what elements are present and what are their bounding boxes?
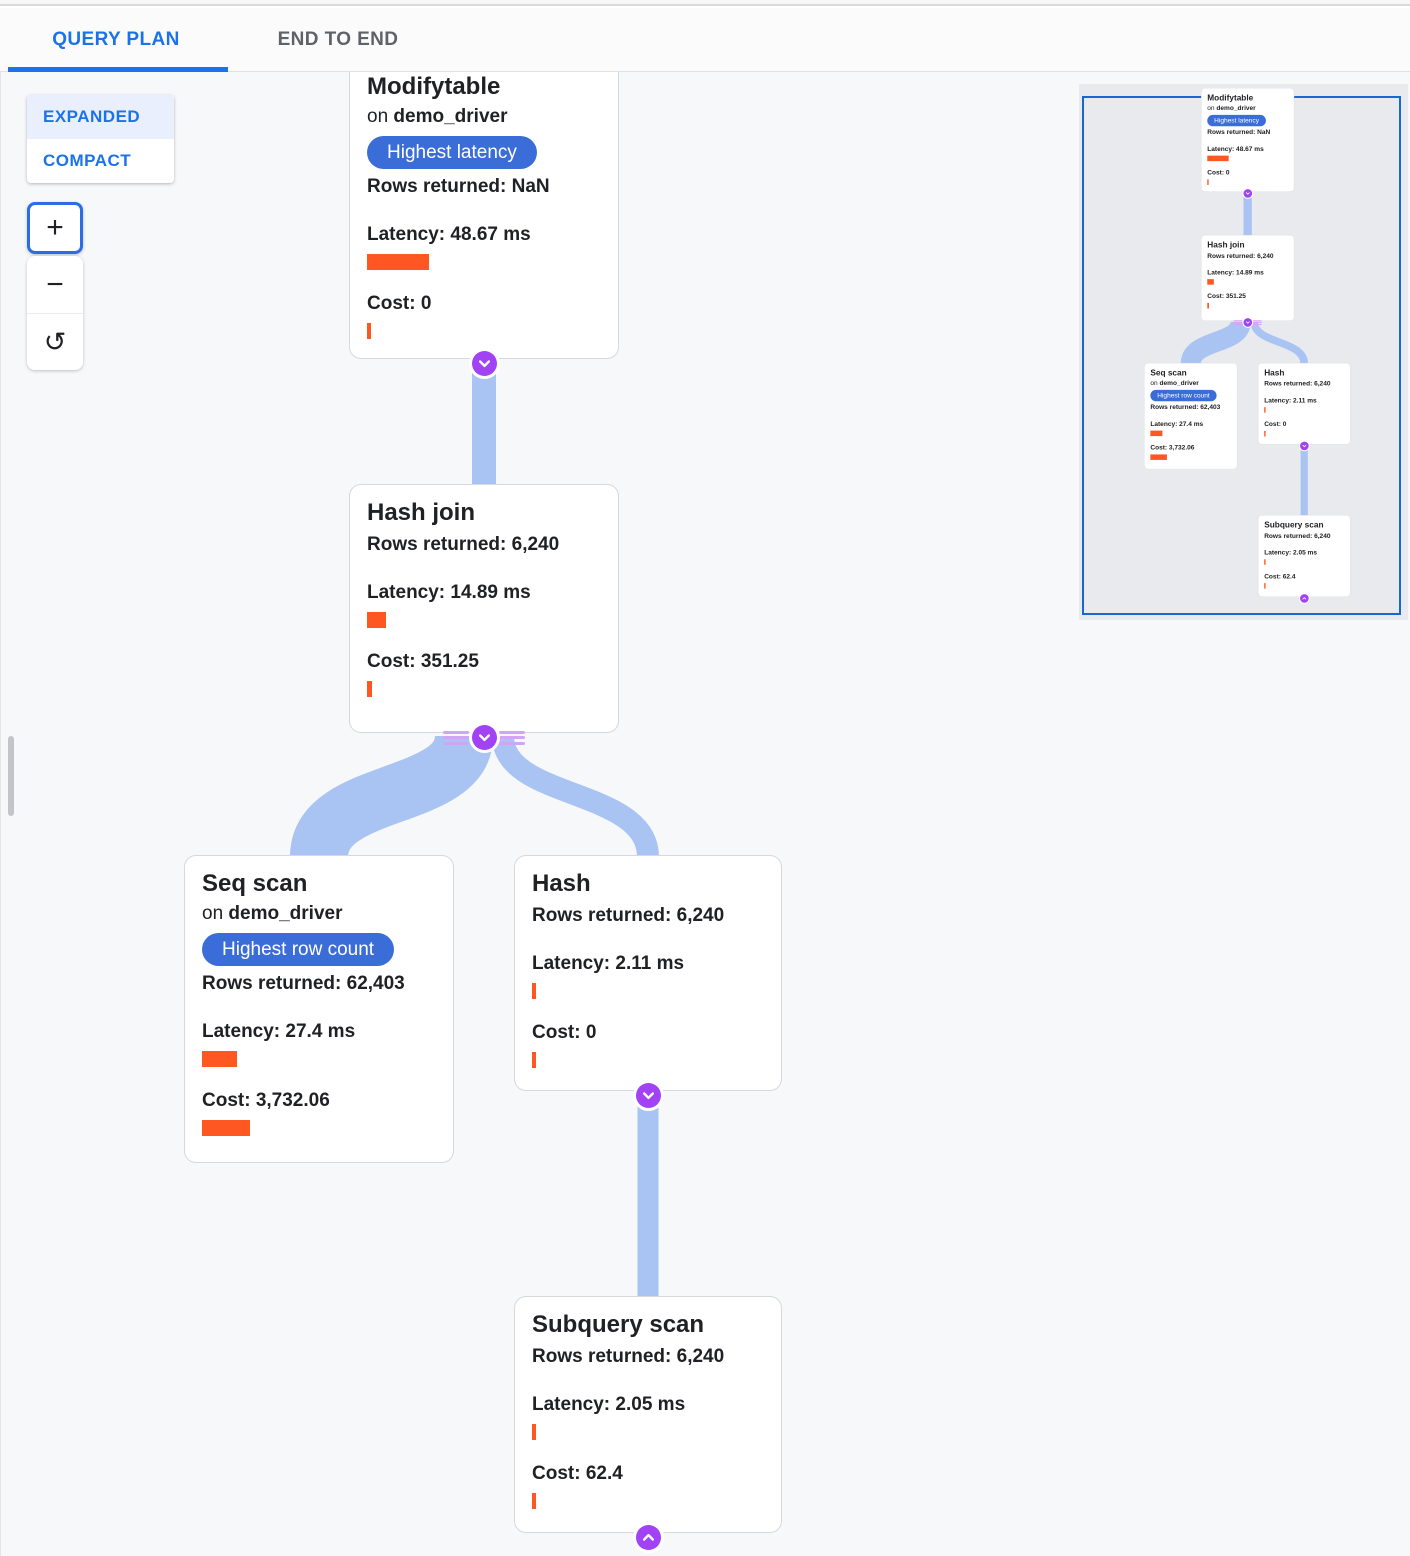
connector-stripe bbox=[499, 730, 525, 734]
node-cost-bar bbox=[202, 1120, 250, 1136]
node-table: on demo_driver bbox=[202, 903, 343, 924]
node-latency: Latency: 48.67 ms bbox=[367, 221, 601, 270]
node-cost: Cost: 62.4 bbox=[532, 1460, 764, 1509]
node-cost: Cost: 3,732.06 bbox=[202, 1087, 436, 1136]
node-rows-returned: Rows returned: 6,240 bbox=[532, 1346, 725, 1367]
connector-stripe bbox=[443, 736, 469, 739]
connector-stripe bbox=[443, 741, 469, 745]
node-latency: Latency: 2.11 ms bbox=[532, 950, 764, 999]
tab-query-plan[interactable]: QUERY PLAN bbox=[52, 28, 180, 50]
node-rows-returned: Rows returned: 6,240 bbox=[532, 905, 725, 926]
node-cost-bar bbox=[532, 1052, 536, 1068]
zoom-reset-button[interactable]: ↺ bbox=[27, 313, 83, 370]
node-rows-returned: Rows returned: NaN bbox=[367, 176, 550, 197]
node-latency: Latency: 14.89 ms bbox=[367, 579, 601, 628]
tab-end-to-end[interactable]: END TO END bbox=[277, 28, 399, 50]
node-latency-bar bbox=[532, 1424, 536, 1440]
node-cost-bar bbox=[367, 681, 372, 697]
tab-bar: QUERY PLAN END TO END bbox=[0, 8, 1410, 72]
node-latency-bar bbox=[367, 254, 429, 270]
zoom-out-button[interactable]: − bbox=[27, 256, 83, 313]
node-latency: Latency: 27.4 ms bbox=[202, 1018, 436, 1067]
chevron-down-icon bbox=[478, 360, 490, 368]
node-cost: Cost: 351.25 bbox=[367, 648, 601, 697]
chevron-down-icon bbox=[478, 734, 490, 742]
node-title: Modifytable bbox=[367, 73, 501, 100]
connector-stripe bbox=[499, 741, 525, 745]
connector-stripe bbox=[499, 736, 525, 739]
collapse-toggle-hash[interactable] bbox=[635, 1083, 661, 1108]
top-divider bbox=[0, 0, 1410, 6]
node-cost: Cost: 0 bbox=[532, 1019, 764, 1068]
collapse-toggle-modifytable[interactable] bbox=[471, 351, 497, 376]
node-rows-returned: Rows returned: 62,403 bbox=[202, 973, 405, 994]
node-highlight-badge: Highest row count bbox=[202, 933, 395, 966]
zoom-controls: + − ↺ bbox=[27, 202, 83, 370]
node-table: on demo_driver bbox=[367, 106, 508, 127]
chevron-down-icon bbox=[642, 1092, 654, 1100]
plan-edges bbox=[290, 357, 659, 1298]
view-option-expanded[interactable]: EXPANDED bbox=[27, 95, 174, 139]
edge-hash_join-to-seq_scan bbox=[290, 732, 493, 861]
node-latency-bar bbox=[532, 983, 536, 999]
node-cost-bar bbox=[532, 1493, 536, 1509]
node-highlight-badge: Highest latency bbox=[367, 136, 537, 169]
chevron-up-icon bbox=[642, 1533, 654, 1541]
node-cost: Cost: 0 bbox=[367, 290, 601, 339]
vertical-scrollbar-thumb[interactable] bbox=[8, 736, 14, 816]
minimap-viewport[interactable] bbox=[1082, 96, 1401, 615]
node-rows-returned: Rows returned: 6,240 bbox=[367, 534, 560, 555]
collapse-toggle-hash_join[interactable] bbox=[471, 725, 497, 750]
node-title: Hash bbox=[532, 870, 591, 897]
zoom-group: − ↺ bbox=[27, 256, 83, 370]
node-latency-bar bbox=[202, 1051, 237, 1067]
view-option-compact[interactable]: COMPACT bbox=[43, 151, 132, 170]
node-latency: Latency: 2.05 ms bbox=[532, 1391, 764, 1440]
expand-toggle-subquery_scan[interactable] bbox=[635, 1525, 661, 1550]
view-mode-toggle: EXPANDED COMPACT bbox=[27, 95, 174, 183]
node-title: Subquery scan bbox=[532, 1311, 705, 1338]
node-latency-bar bbox=[367, 612, 386, 628]
node-cost-bar bbox=[367, 323, 371, 339]
node-title: Seq scan bbox=[202, 870, 308, 897]
node-title: Hash join bbox=[367, 499, 476, 526]
edge-hash_join-to-hash bbox=[492, 734, 659, 859]
connector-stripe bbox=[443, 730, 469, 734]
active-tab-indicator bbox=[8, 67, 228, 72]
zoom-in-button[interactable]: + bbox=[27, 202, 83, 254]
